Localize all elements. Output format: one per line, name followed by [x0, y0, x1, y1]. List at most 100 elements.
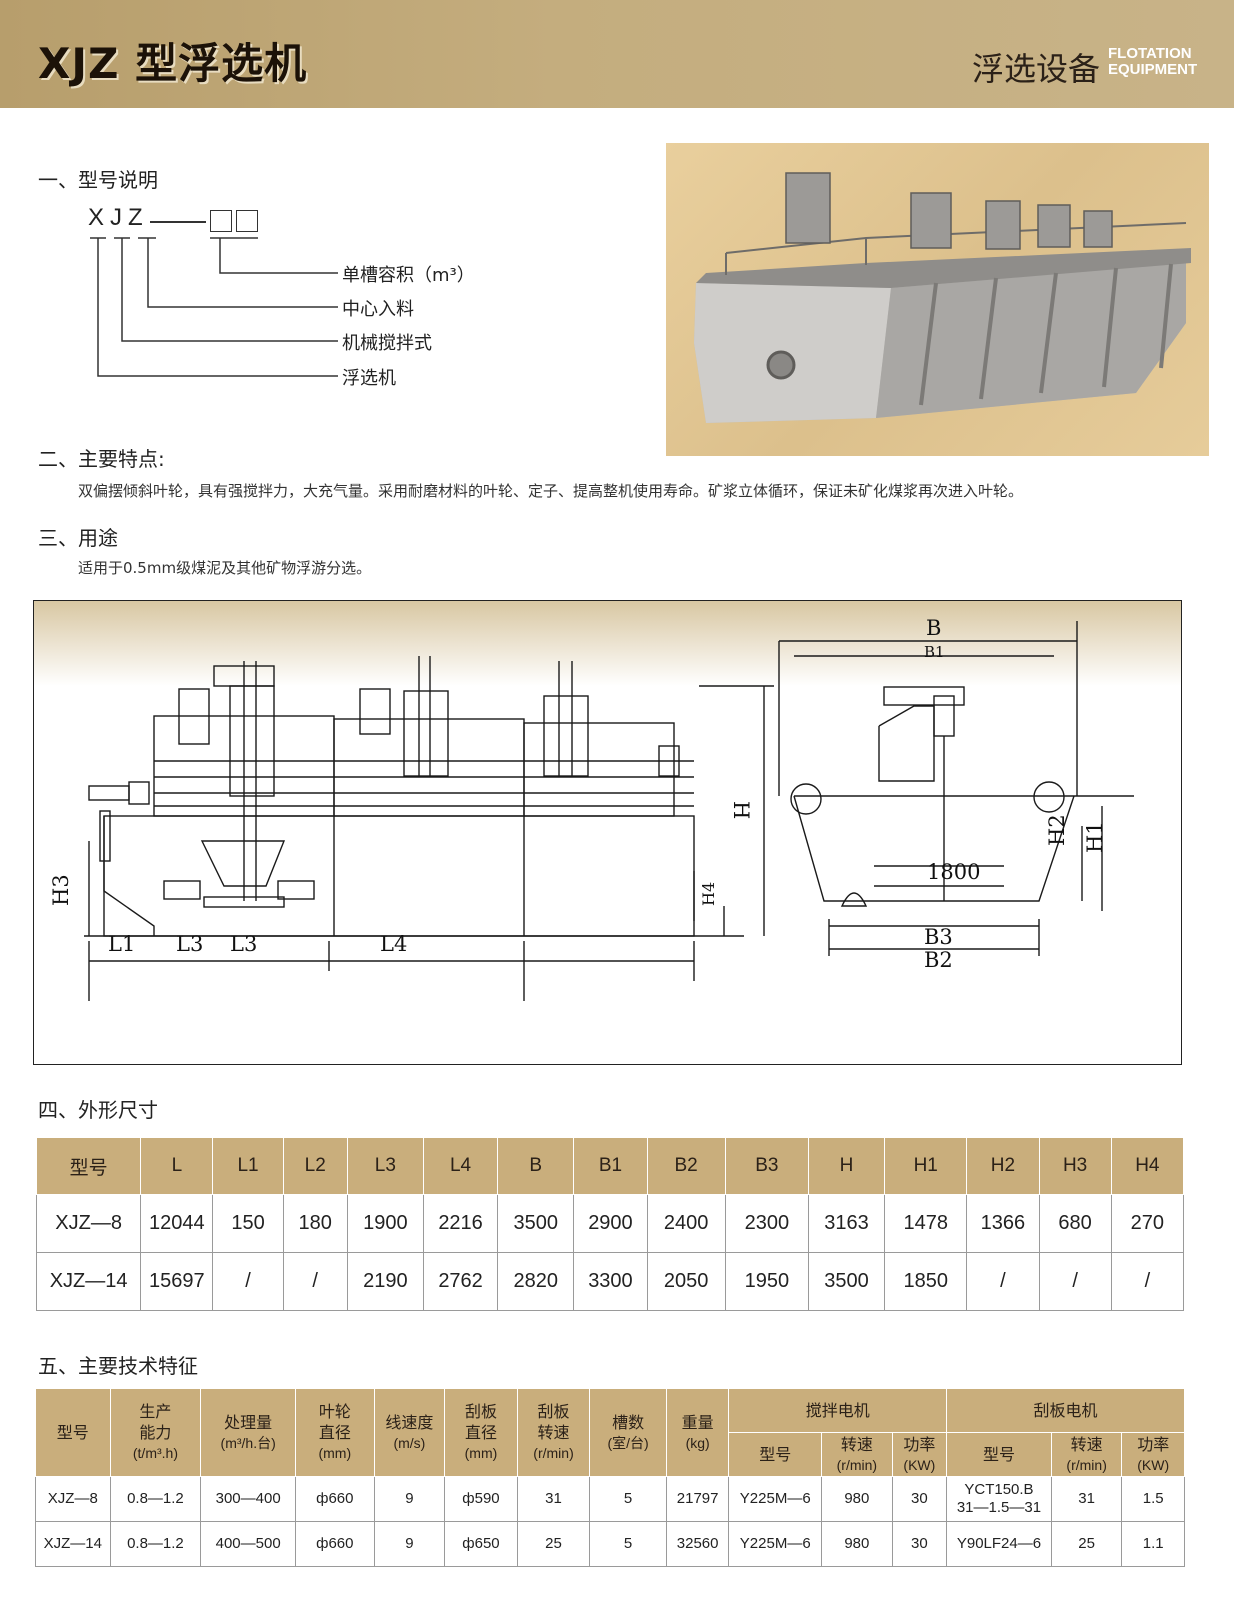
legend-cell-volume: 单槽容积（m³） [342, 265, 475, 286]
table-cell: / [1110, 1252, 1185, 1311]
header-unit: (m³/h.台) [220, 1434, 276, 1451]
table-cell: 3163 [807, 1194, 886, 1253]
drawing-label-L4: L4 [380, 932, 407, 956]
table-cell: 15697 [140, 1252, 214, 1311]
legend-flotation-machine: 浮选机 [342, 368, 396, 389]
header-line: 直径 [318, 1423, 351, 1442]
table-cell: 2820 [497, 1252, 575, 1311]
drawing-label-B2: B2 [924, 948, 953, 972]
section3-heading: 三、用途 [38, 526, 118, 550]
col-header-scraper-dia: 刮板 直径 (mm) [444, 1388, 518, 1477]
legend-mechanical-agitation: 机械搅拌式 [342, 333, 432, 354]
drawing-label-L3b: L3 [230, 932, 257, 956]
col-header-scraper-motor: 刮板电机 [946, 1388, 1185, 1433]
col-header-impeller: 叶轮 直径 (mm) [295, 1388, 375, 1477]
table-cell: 1900 [346, 1194, 424, 1253]
drawing-label-H: H [729, 801, 753, 819]
table-cell: 2300 [724, 1194, 809, 1253]
header-unit: (kg) [685, 1434, 710, 1451]
table-cell: 21797 [665, 1476, 730, 1522]
table-cell: Y90LF24—6 [946, 1521, 1052, 1567]
product-photo [666, 143, 1209, 456]
table-cell: 0.8—1.2 [109, 1476, 202, 1522]
col-header-scraper-power: 功率 (KW) [1121, 1432, 1185, 1477]
header-line: 转速 [537, 1423, 570, 1442]
section3-text: 适用于0.5mm级煤泥及其他矿物浮游分选。 [78, 559, 372, 577]
model-code-dash [150, 221, 206, 223]
table-cell: 980 [821, 1521, 893, 1567]
table-cell: 1950 [724, 1252, 809, 1311]
table-cell: ф660 [295, 1476, 375, 1522]
col-header-weight: 重量 (kg) [665, 1388, 730, 1477]
col-header: L [140, 1137, 214, 1195]
dimensions-table: 型号 L L1 L2 L3 L4 B B1 B2 B3 H H1 H2 H3 H… [35, 1137, 1185, 1311]
category-en-line1: FLOTATION [1108, 45, 1192, 62]
table-cell: 30 [891, 1476, 948, 1522]
table-cell: 32560 [665, 1521, 730, 1567]
table-cell: 270 [1110, 1194, 1185, 1253]
category-en-line2: EQUIPMENT [1108, 61, 1198, 78]
section5-heading: 五、主要技术特征 [38, 1354, 198, 1378]
table-row: XJZ—8 0.8—1.2 300—400 ф660 9 ф590 31 5 2… [35, 1476, 1185, 1522]
section2-heading: 二、主要特点: [38, 447, 165, 471]
drawing-label-H2: H2 [1045, 814, 1069, 846]
col-header: H [807, 1137, 886, 1195]
table-cell: 0.8—1.2 [109, 1521, 202, 1567]
header-line: 转速 [1070, 1434, 1103, 1454]
col-header: H2 [966, 1137, 1040, 1195]
table-cell: Y225M—6 [728, 1476, 823, 1522]
table-cell: 3300 [573, 1252, 648, 1311]
table-cell: 25 [1050, 1521, 1123, 1567]
table-cell: 9 [373, 1521, 446, 1567]
col-header-speed: 线速度 (m/s) [373, 1388, 446, 1477]
table-cell: 680 [1038, 1194, 1112, 1253]
table-cell: 400—500 [200, 1521, 297, 1567]
table-cell: 31 [1050, 1476, 1123, 1522]
table-cell: ф650 [444, 1521, 518, 1567]
col-header: B3 [724, 1137, 809, 1195]
drawing-label-H1: H1 [1083, 821, 1107, 853]
drawing-label-B: B [926, 616, 941, 640]
col-header-mixer-speed: 转速 (r/min) [821, 1432, 893, 1477]
table-cell: 3500 [497, 1194, 575, 1253]
col-header: B1 [573, 1137, 648, 1195]
col-header-model: 型号 [35, 1388, 111, 1477]
table-cell: 1850 [884, 1252, 968, 1311]
col-header: B2 [646, 1137, 726, 1195]
header-line: 生产 [139, 1402, 172, 1421]
page-title: XJZ 型浮选机 [38, 39, 308, 88]
header-unit: (mm) [464, 1445, 498, 1461]
header-unit: (m/s) [393, 1434, 426, 1451]
header-line: 能力 [139, 1423, 172, 1442]
col-header-cells: 槽数 (室/台) [589, 1388, 667, 1477]
header-unit: (KW) [903, 1456, 936, 1473]
col-header: H1 [884, 1137, 968, 1195]
table-cell: 180 [282, 1194, 348, 1253]
header-line: 功率 [1137, 1434, 1170, 1454]
section1-heading: 一、型号说明 [38, 168, 158, 192]
table-row: XJZ—8 12044 150 180 1900 2216 3500 2900 … [35, 1194, 1185, 1253]
tech-spec-table: 型号 生产 能力 (t/m³.h) 处理量 (m³/h.台) 叶轮 直径 (mm… [35, 1388, 1185, 1567]
col-header-capacity: 生产 能力 (t/m³.h) [109, 1388, 202, 1477]
table-cell: 150 [212, 1194, 284, 1253]
section2-text: 双偏摆倾斜叶轮，具有强搅拌力，大充气量。采用耐磨材料的叶轮、定子、提高整机使用寿… [78, 482, 1024, 500]
legend-center-feed: 中心入料 [342, 299, 414, 320]
table-cell: 5 [589, 1476, 667, 1522]
table-cell: 2762 [422, 1252, 499, 1311]
model-legend-lines [90, 237, 338, 377]
category-en: FLOTATION EQUIPMENT [1108, 46, 1197, 78]
table-header-row: 型号 转速 (r/min) 功率 (KW) 型号 转速 (r/min) 功率 (… [36, 1432, 1185, 1477]
header-line: 处理量 [224, 1412, 273, 1432]
col-header-scraper-model: 型号 [946, 1432, 1052, 1477]
cell-line: YCT150.B [964, 1481, 1034, 1498]
col-header: L4 [422, 1137, 499, 1195]
table-cell: Y225M—6 [728, 1521, 823, 1567]
header-line: 直径 [464, 1423, 497, 1442]
table-cell: 12044 [140, 1194, 214, 1253]
table-cell: 9 [373, 1476, 446, 1522]
col-header-scraper-motor-speed: 转速 (r/min) [1050, 1432, 1123, 1477]
header-unit: (t/m³.h) [132, 1445, 178, 1461]
table-cell: 2900 [573, 1194, 648, 1253]
col-header: L3 [346, 1137, 424, 1195]
header-unit: (KW) [1137, 1456, 1170, 1473]
